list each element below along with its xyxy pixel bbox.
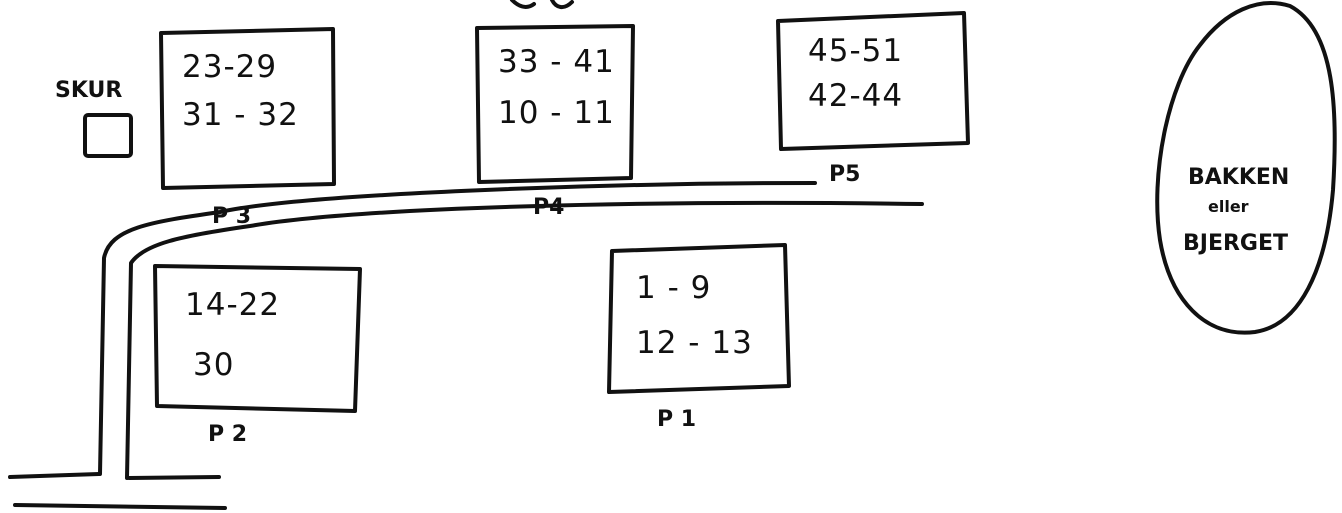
building-p5-line1: 45-51 <box>808 33 903 69</box>
building-p1-outline <box>607 243 791 394</box>
building-p2-line1: 14-22 <box>185 287 280 323</box>
hill-outline <box>1155 1 1337 335</box>
hill-label-line1: BAKKEN <box>1188 165 1289 190</box>
building-p5-line2: 42-44 <box>808 78 903 114</box>
road-end-line-upper <box>8 472 221 480</box>
building-p2-line2: 30 <box>193 347 234 383</box>
road-inner-edge <box>125 200 924 480</box>
road-end-line-lower <box>13 503 227 510</box>
building-p4-outline <box>475 24 635 184</box>
building-p3: 23-29 31 - 32 P 3 <box>159 27 336 229</box>
road-outer-edge <box>98 181 817 476</box>
building-p3-outline <box>159 27 336 190</box>
top-edge-fragment <box>510 0 574 9</box>
building-p5: 45-51 42-44 P5 <box>776 11 970 187</box>
building-p1: 1 - 9 12 - 13 P 1 <box>607 243 791 432</box>
building-p4-line1: 33 - 41 <box>498 44 615 80</box>
building-p1-line2: 12 - 13 <box>636 325 753 361</box>
shed-outline <box>83 113 133 158</box>
building-p4-line2: 10 - 11 <box>498 95 615 131</box>
shed-label: SKUR <box>55 78 122 103</box>
building-p5-label: P5 <box>829 162 860 187</box>
hill-label-line3: BJERGET <box>1183 231 1288 256</box>
shed: SKUR <box>55 78 133 158</box>
building-p3-line1: 23-29 <box>182 49 277 85</box>
building-p5-outline <box>776 11 970 151</box>
road <box>8 181 924 510</box>
building-p1-label: P 1 <box>657 407 696 432</box>
building-p2-label: P 2 <box>208 422 247 447</box>
hill-label-line2: eller <box>1208 197 1249 216</box>
building-p1-line1: 1 - 9 <box>636 270 711 306</box>
hill: BAKKEN eller BJERGET <box>1155 1 1337 335</box>
building-p2: 14-22 30 P 2 <box>153 264 362 447</box>
building-p3-line2: 31 - 32 <box>182 97 299 133</box>
building-p2-outline <box>153 264 362 413</box>
